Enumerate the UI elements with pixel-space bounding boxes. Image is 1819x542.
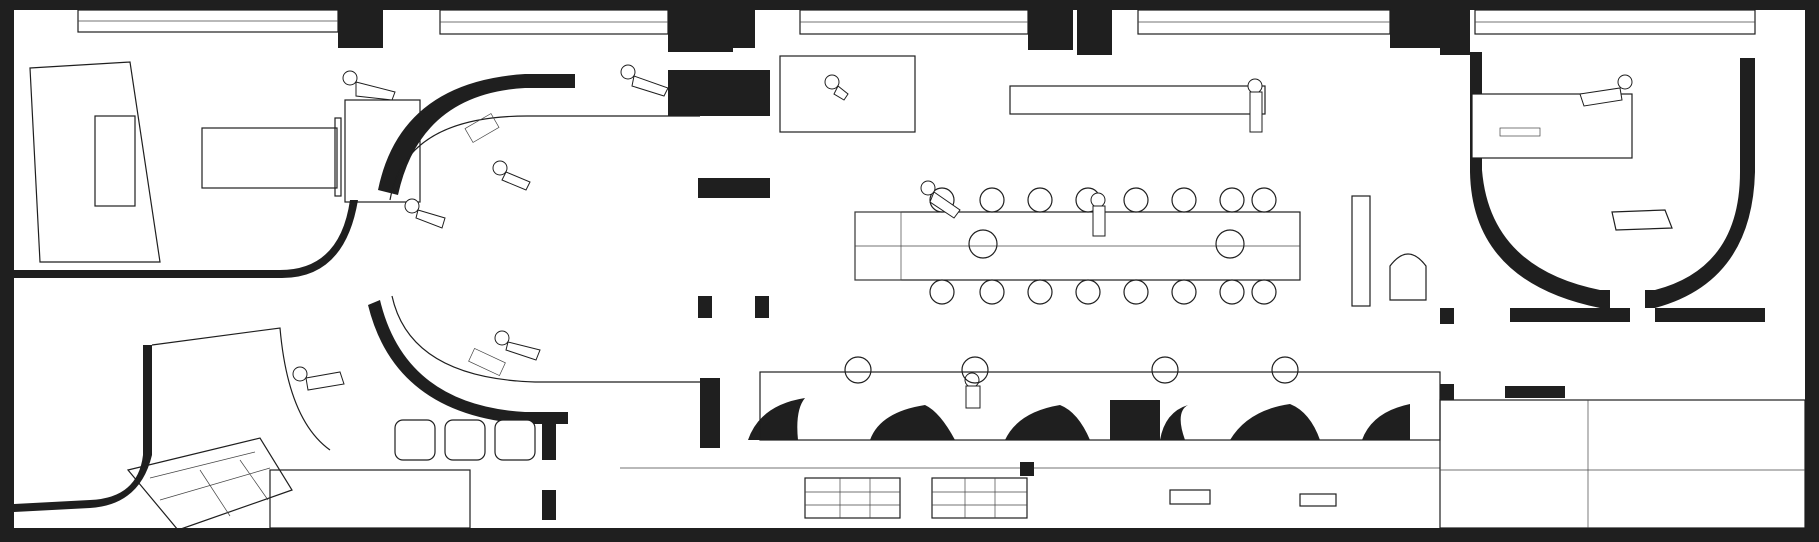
person-figure [1090,192,1106,237]
stool [844,356,872,384]
table-lamp [1215,229,1245,259]
person-figure [620,64,669,97]
person-figure [824,74,849,101]
armchair [444,419,486,461]
stool [1123,279,1149,305]
reading-room [779,55,1427,307]
display-area [1169,399,1806,529]
skylight-5 [1474,9,1756,35]
skylight-3 [799,9,1029,35]
person-figure [1247,78,1263,133]
person-figure [494,330,541,361]
stool [1251,279,1277,305]
skylight-floor [126,437,293,531]
person-figure [1579,74,1633,107]
ring-stools [844,356,1299,384]
table-lamp [968,229,998,259]
stool-row-bottom [929,279,1277,305]
stool [929,279,955,305]
meeting-room [14,61,421,278]
person-figure [492,160,531,191]
meeting-table [201,127,338,189]
skylight-1 [77,9,339,33]
stool [1251,187,1277,213]
stool [979,187,1005,213]
entrance-hall [14,327,556,531]
stool [1027,279,1053,305]
study-pod [1440,52,1765,400]
person-figure [292,366,345,391]
armchair [494,419,536,461]
stool [1027,187,1053,213]
stool [1171,187,1197,213]
person-figure [342,70,396,101]
book [1169,489,1211,505]
stool [1171,279,1197,305]
stool [1271,356,1299,384]
central-piers [668,70,770,448]
armchair-row [394,419,536,461]
person-figure [404,198,446,229]
people [292,64,1633,409]
skylight-2 [439,9,669,35]
skylight-4 [1137,9,1391,35]
book [1611,209,1673,231]
arch-row [620,371,1441,476]
stool [1219,187,1245,213]
stool [1219,279,1245,305]
stool [961,356,989,384]
bookshelf [1351,195,1371,307]
arched-niche [1389,253,1427,301]
skylights [77,9,1756,35]
stool [1123,187,1149,213]
stair [269,469,471,529]
person-figure [964,372,981,409]
study-desk [1471,93,1633,159]
stool [1151,356,1179,384]
floor-grates [804,477,1028,519]
book [1299,493,1337,507]
person-figure [920,180,961,219]
stool [979,279,1005,305]
curved-lounge [368,74,700,424]
armchair [394,419,436,461]
stool [1075,279,1101,305]
